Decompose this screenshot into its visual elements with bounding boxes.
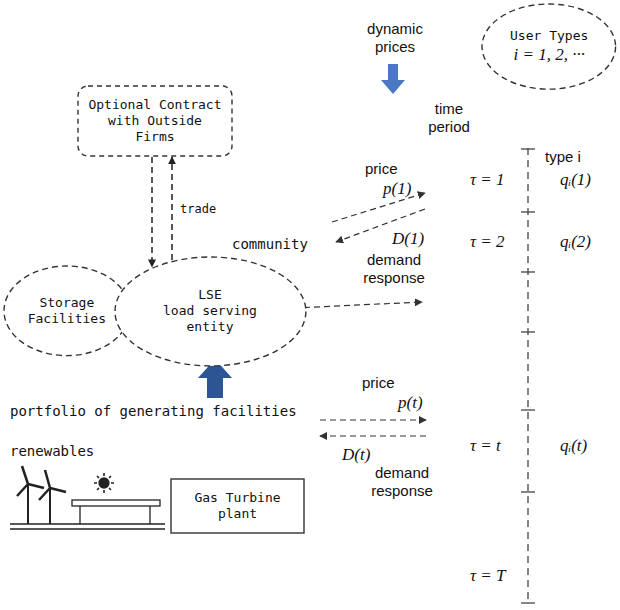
axis-ticks: [521, 149, 535, 603]
text-label: D(t): [342, 445, 370, 465]
node-content: Storage Facilities: [3, 265, 131, 357]
text-label: qᵢ(2): [560, 232, 591, 252]
contract-box: Optional Contract with Outside Firms: [77, 85, 233, 157]
text-label: price: [365, 160, 398, 178]
lse-ellipse: LSEload serving entity: [114, 256, 307, 367]
node-text: Gas Turbine plant: [183, 490, 293, 523]
storage-ellipse: Storage Facilities: [3, 265, 131, 357]
node-text: load serving entity: [155, 303, 265, 336]
connector: [151, 157, 153, 267]
text-label: time period: [418, 100, 480, 136]
ellipse-outline: [4, 266, 130, 356]
time-axis: [527, 148, 528, 604]
box-outline: [78, 86, 232, 156]
renewables-illustration: [10, 466, 165, 529]
node-text: User Types: [510, 28, 588, 44]
text-label: portfolio of generating facilities: [10, 403, 297, 420]
price-arrow: [381, 64, 405, 94]
text-label: p(t): [398, 393, 423, 413]
plant-box: Gas Turbine plant: [170, 478, 305, 534]
node-content: Gas Turbine plant: [170, 478, 305, 534]
ellipse-outline: [115, 257, 306, 366]
text-label: τ = 1: [470, 170, 505, 190]
node-content: User Typesi = 1, 2, ···: [481, 3, 617, 90]
text-label: qᵢ(t): [560, 436, 587, 456]
text-label: type i: [545, 148, 581, 166]
node-text: Storage Facilities: [27, 295, 107, 328]
text-label: τ = t: [470, 436, 501, 456]
node-content: Optional Contract with Outside Firms: [77, 85, 233, 157]
text-label: renewables: [10, 443, 94, 460]
ellipse-outline: [482, 4, 616, 89]
text-label: qᵢ(1): [560, 170, 591, 190]
node-text: Optional Contract with Outside Firms: [85, 97, 225, 146]
user-types-circle: User Typesi = 1, 2, ···: [481, 3, 617, 90]
text-label: community: [232, 236, 308, 253]
node-text: i = 1, 2, ···: [513, 44, 584, 65]
text-label: dynamic prices: [352, 20, 438, 56]
signal-arrows: [294, 193, 426, 436]
node-content: LSEload serving entity: [114, 256, 307, 367]
node-text: LSE: [198, 287, 221, 303]
text-label: demand response: [352, 251, 436, 287]
text-label: τ = T: [470, 566, 506, 586]
text-label: price: [362, 374, 395, 392]
connector: [171, 157, 173, 260]
box-outline: [171, 479, 304, 533]
edge-label: trade: [178, 202, 218, 216]
text-label: demand response: [360, 464, 444, 500]
text-label: D(1): [392, 229, 424, 249]
text-label: τ = 2: [470, 232, 505, 252]
text-label: p(1): [383, 179, 411, 199]
